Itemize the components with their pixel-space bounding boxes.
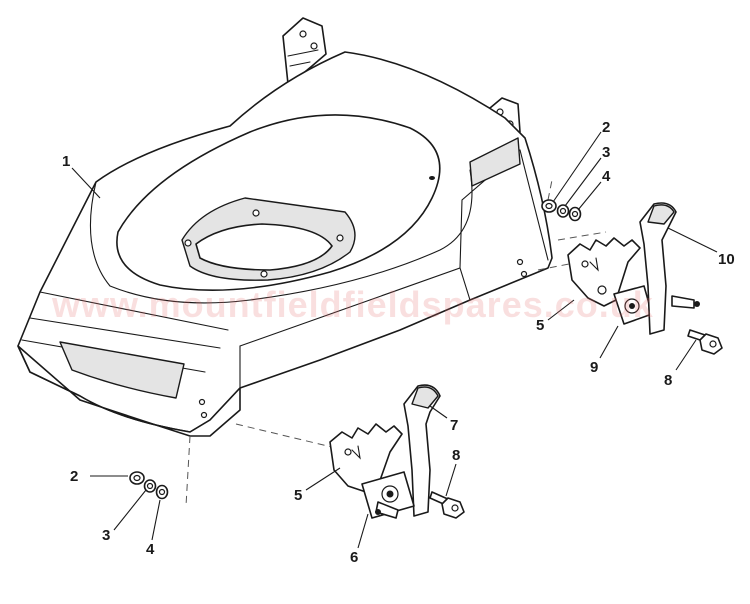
rear-nut-washer-set bbox=[541, 199, 582, 222]
callout-8: 8 bbox=[664, 372, 672, 389]
callout-8-front: 8 bbox=[452, 447, 460, 464]
callouts: 1 2 3 4 10 5 9 8 7 8 2 5 3 4 6 bbox=[62, 119, 735, 566]
callout-5: 5 bbox=[536, 317, 544, 334]
callout-4-front: 4 bbox=[146, 541, 155, 558]
callout-4: 4 bbox=[602, 168, 611, 185]
callout-9: 9 bbox=[590, 359, 598, 376]
callout-3: 3 bbox=[602, 144, 610, 161]
alignment-line bbox=[185, 435, 191, 507]
alignment-line bbox=[235, 423, 337, 449]
callout-3-front: 3 bbox=[102, 527, 110, 544]
front-nut-washer-set bbox=[129, 471, 169, 500]
rear-bolt bbox=[687, 329, 723, 355]
alignment-line bbox=[557, 231, 607, 241]
callout-10: 10 bbox=[718, 251, 735, 268]
leader-lines bbox=[71, 131, 718, 549]
callout-1: 1 bbox=[62, 153, 70, 170]
callout-2: 2 bbox=[602, 119, 610, 136]
front-height-adjuster bbox=[329, 384, 441, 519]
mower-deck bbox=[17, 17, 553, 437]
rear-height-adjuster bbox=[567, 202, 700, 335]
alignment-line bbox=[547, 179, 553, 201]
callout-6: 6 bbox=[350, 549, 358, 566]
callout-7: 7 bbox=[450, 417, 458, 434]
callout-5-front: 5 bbox=[294, 487, 302, 504]
callout-2-front: 2 bbox=[70, 468, 78, 485]
front-bolt bbox=[429, 491, 465, 519]
